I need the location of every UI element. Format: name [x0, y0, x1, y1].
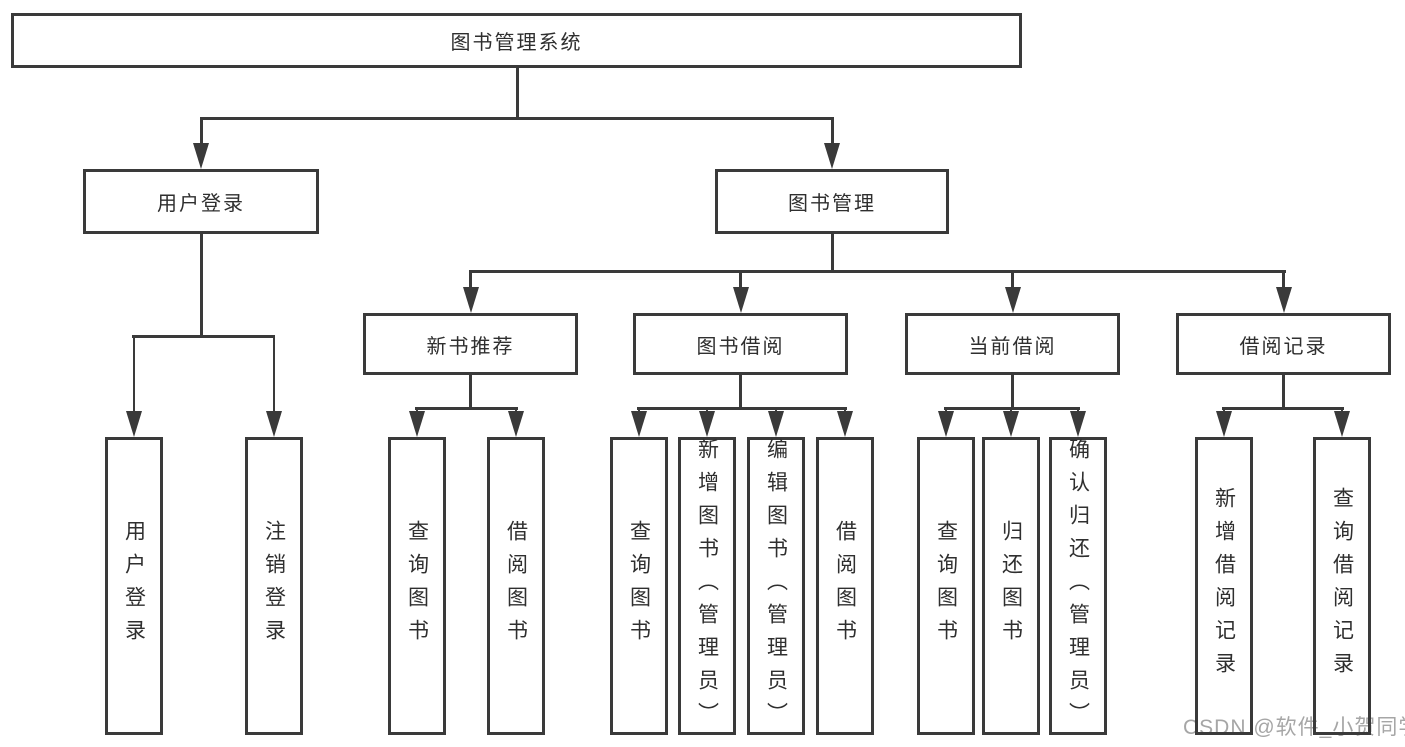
leaf-cb-confirm-return-label: 确认归还（管理员）: [1066, 437, 1090, 735]
connector-line: [200, 117, 833, 120]
node-new-book-rec: 新书推荐: [363, 313, 578, 375]
node-current-borrow: 当前借阅: [905, 313, 1120, 375]
node-borrow-records: 借阅记录: [1176, 313, 1391, 375]
arrowhead-icon: [824, 143, 840, 169]
csdn-watermark: CSDN @软件_小贺同学: [1183, 716, 1405, 739]
arrowhead-icon: [126, 411, 142, 437]
arrowhead-icon: [508, 411, 524, 437]
leaf-logout-label: 注销登录: [262, 520, 286, 652]
leaf-rec-borrow-books: 借阅图书: [487, 437, 545, 735]
node-root: 图书管理系统: [11, 13, 1022, 68]
connector-line: [1222, 407, 1344, 410]
connector-line: [132, 335, 136, 413]
arrowhead-icon: [938, 411, 954, 437]
connector-line: [132, 335, 275, 338]
leaf-bb-borrow-books: 借阅图书: [816, 437, 874, 735]
leaf-cb-query-books: 查询图书: [917, 437, 975, 735]
connector-line: [1009, 407, 1013, 414]
connector-line: [705, 407, 709, 414]
arrowhead-icon: [631, 411, 647, 437]
connector-line: [469, 270, 472, 288]
connector-line: [944, 407, 948, 414]
node-current-borrow-label: 当前借阅: [968, 335, 1057, 358]
leaf-user-login-label: 用户登录: [122, 520, 146, 652]
leaf-cb-return-books: 归还图书: [982, 437, 1040, 735]
leaf-bb-edit-books: 编辑图书（管理员）: [747, 437, 805, 735]
leaf-logout: 注销登录: [245, 437, 303, 735]
connector-line: [739, 270, 742, 288]
connector-line: [739, 375, 742, 409]
leaf-bb-edit-books-label: 编辑图书（管理员）: [764, 437, 788, 735]
connector-line: [774, 407, 778, 414]
node-book-borrow-label: 图书借阅: [696, 335, 785, 358]
leaf-rec-borrow-books-label: 借阅图书: [504, 520, 528, 652]
leaf-br-query-record: 查询借阅记录: [1313, 437, 1371, 735]
leaf-bb-query-books-label: 查询图书: [627, 520, 651, 652]
connector-line: [1340, 407, 1344, 414]
connector-line: [516, 68, 519, 118]
connector-line: [1222, 407, 1226, 414]
node-borrow-records-label: 借阅记录: [1239, 335, 1328, 358]
connector-line: [200, 117, 203, 145]
leaf-bb-borrow-books-label: 借阅图书: [833, 520, 857, 652]
arrowhead-icon: [462, 287, 479, 313]
arrowhead-icon: [1334, 411, 1350, 437]
arrowhead-icon: [409, 411, 425, 437]
leaf-bb-add-books-label: 新增图书（管理员）: [695, 437, 719, 735]
connector-line: [1011, 375, 1014, 409]
node-book-mgmt: 图书管理: [715, 169, 949, 234]
leaf-user-login: 用户登录: [105, 437, 163, 735]
arrowhead-icon: [768, 411, 784, 437]
arrowhead-icon: [1275, 287, 1292, 313]
arrowhead-icon: [1003, 411, 1019, 437]
leaf-br-query-record-label: 查询借阅记录: [1330, 487, 1354, 685]
node-user-login: 用户登录: [83, 169, 319, 234]
connector-line: [637, 407, 641, 414]
leaf-rec-query-books-label: 查询图书: [405, 520, 429, 652]
connector-line: [1282, 270, 1285, 288]
leaf-cb-query-books-label: 查询图书: [934, 520, 958, 652]
leaf-cb-confirm-return: 确认归还（管理员）: [1049, 437, 1107, 735]
connector-line: [514, 407, 518, 414]
leaf-bb-query-books: 查询图书: [610, 437, 668, 735]
node-new-book-rec-label: 新书推荐: [426, 335, 515, 358]
leaf-bb-add-books: 新增图书（管理员）: [678, 437, 736, 735]
node-user-login-label: 用户登录: [157, 193, 245, 215]
leaf-cb-return-books-label: 归还图书: [999, 520, 1023, 652]
node-root-label: 图书管理系统: [450, 32, 583, 54]
leaf-br-add-record-label: 新增借阅记录: [1212, 487, 1236, 685]
connector-line: [1011, 270, 1014, 288]
connector-line: [272, 335, 276, 413]
connector-line: [469, 375, 472, 409]
connector-line: [843, 407, 847, 414]
arrowhead-icon: [193, 143, 209, 169]
arrowhead-icon: [732, 287, 749, 313]
connector-line: [831, 234, 834, 272]
node-book-mgmt-label: 图书管理: [788, 193, 876, 215]
leaf-br-add-record: 新增借阅记录: [1195, 437, 1253, 735]
connector-line: [415, 407, 419, 414]
connector-line: [1282, 375, 1285, 409]
arrowhead-icon: [266, 411, 282, 437]
arrowhead-icon: [1004, 287, 1021, 313]
node-book-borrow: 图书借阅: [633, 313, 848, 375]
leaf-rec-query-books: 查询图书: [388, 437, 446, 735]
connector-line: [831, 117, 834, 145]
connector-line: [200, 234, 203, 337]
arrowhead-icon: [1216, 411, 1232, 437]
arrowhead-icon: [699, 411, 715, 437]
connector-line: [415, 407, 518, 410]
arrowhead-icon: [837, 411, 853, 437]
arrowhead-icon: [1070, 411, 1086, 437]
connector-line: [637, 407, 847, 410]
connector-line: [1076, 407, 1080, 414]
connector-line: [469, 270, 1286, 273]
